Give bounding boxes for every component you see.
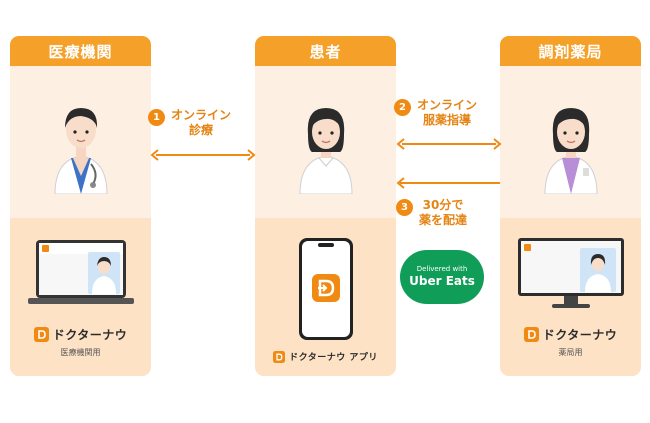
step-3: 3 30分で 薬を配達 bbox=[396, 198, 467, 228]
medical-device-area: ドクターナウ 医療機関用 bbox=[10, 218, 151, 376]
patient-card: 患者 ドクターナウ アプリ bbox=[255, 36, 396, 376]
double-arrow-icon bbox=[150, 149, 256, 161]
medical-card: 医療機関 bbox=[10, 36, 151, 376]
step-3-line2: 薬を配達 bbox=[419, 213, 468, 227]
medical-brand-sub: 医療機関用 bbox=[60, 348, 101, 357]
step-1-label: オンライン 診療 bbox=[171, 108, 231, 138]
step-3-number: 3 bbox=[396, 199, 413, 216]
pharmacy-person-area bbox=[500, 66, 641, 218]
step-1: 1 オンライン 診療 bbox=[148, 108, 231, 138]
pharmacy-brand-name: ドクターナウ bbox=[542, 328, 618, 342]
monitor-illustration bbox=[518, 238, 624, 308]
medical-brand: ドクターナウ bbox=[10, 326, 151, 343]
patient-brand-name: ドクターナウ アプリ bbox=[289, 353, 378, 363]
smartphone-illustration bbox=[299, 238, 353, 340]
pharmacy-device-area: ドクターナウ 薬局用 bbox=[500, 218, 641, 376]
patient-brand: ドクターナウ アプリ bbox=[255, 350, 396, 363]
pharmacy-card: 調剤薬局 bbox=[500, 36, 641, 376]
step-3-line1: 30分で bbox=[422, 198, 464, 212]
doctornow-logo-icon bbox=[523, 327, 539, 342]
medical-title: 医療機関 bbox=[10, 36, 151, 66]
step-3-label: 30分で 薬を配達 bbox=[419, 198, 467, 228]
pharmacy-brand: ドクターナウ bbox=[500, 326, 641, 343]
laptop-illustration bbox=[28, 240, 134, 304]
pharmacy-brand-sub: 薬局用 bbox=[558, 348, 583, 357]
patient-title: 患者 bbox=[255, 36, 396, 66]
step-1-number: 1 bbox=[148, 109, 165, 126]
doctornow-logo-icon bbox=[273, 350, 286, 363]
uber-eats-big-text: Uber Eats bbox=[409, 274, 475, 288]
patient-device-area: ドクターナウ アプリ bbox=[255, 218, 396, 376]
step-2-line2: 服薬指導 bbox=[423, 113, 472, 127]
patient-illustration bbox=[298, 108, 353, 194]
patient-person-area bbox=[255, 66, 396, 218]
uber-eats-small-text: Delivered with bbox=[416, 265, 468, 273]
step-2: 2 オンライン 服薬指導 bbox=[394, 98, 477, 128]
step-1-line1: オンライン bbox=[171, 108, 232, 122]
step-1-line2: 診療 bbox=[189, 123, 214, 137]
left-arrow-icon bbox=[396, 177, 500, 189]
doctor-illustration bbox=[53, 108, 108, 194]
pharmacy-title: 調剤薬局 bbox=[500, 36, 641, 66]
medical-brand-name: ドクターナウ bbox=[52, 328, 128, 342]
pharmacist-illustration bbox=[543, 108, 598, 194]
step-2-label: オンライン 服薬指導 bbox=[417, 98, 477, 128]
double-arrow-icon bbox=[396, 138, 502, 150]
step-2-number: 2 bbox=[394, 99, 411, 116]
medical-person-area bbox=[10, 66, 151, 218]
step-2-line1: オンライン bbox=[417, 98, 478, 112]
uber-eats-badge: Delivered with Uber Eats bbox=[400, 250, 484, 304]
doctornow-logo-icon bbox=[33, 327, 49, 342]
